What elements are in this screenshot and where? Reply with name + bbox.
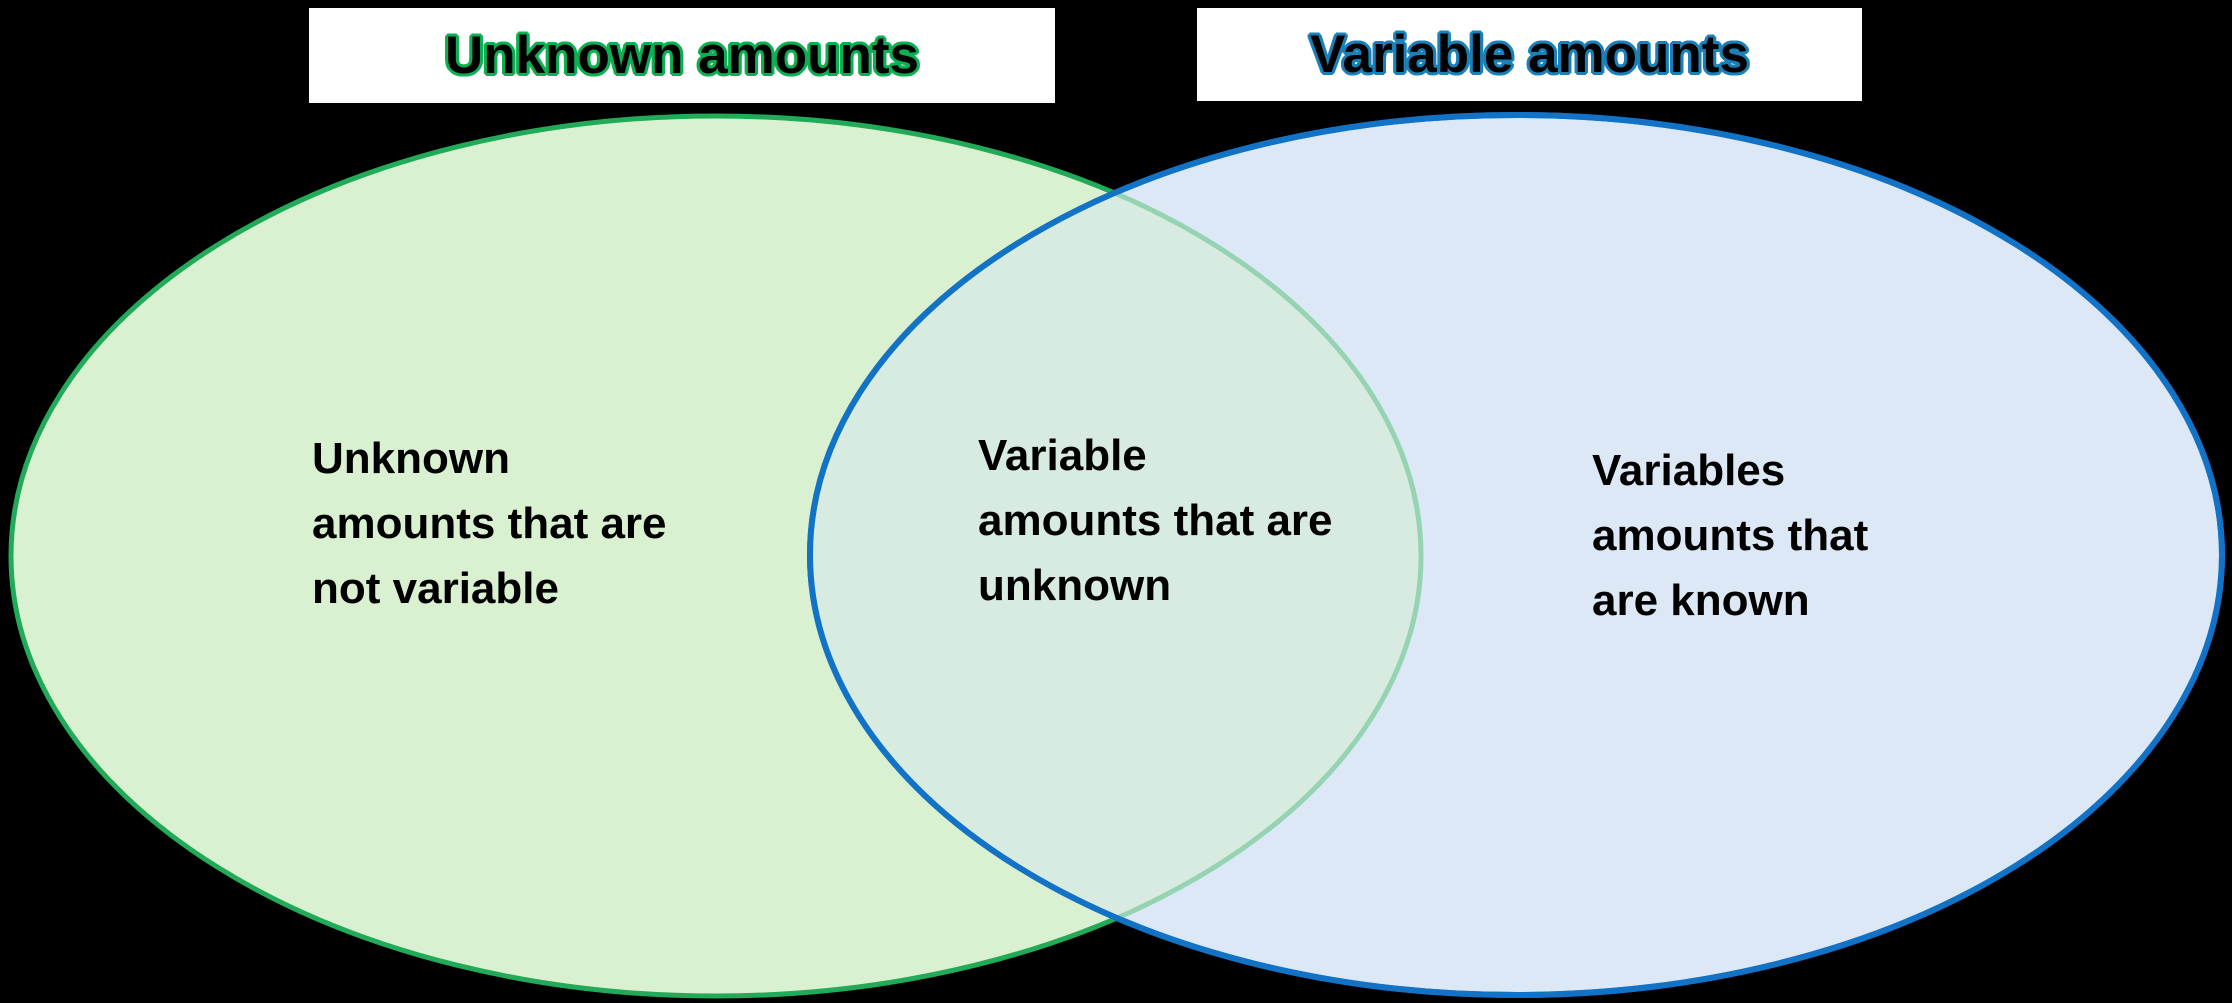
left-set-title: Unknown amounts bbox=[444, 26, 920, 85]
right-set-outline bbox=[807, 112, 2225, 998]
right-region-label: Variables amounts that are known bbox=[1592, 446, 1869, 625]
intersection-region-label: Variable amounts that are unknown bbox=[978, 431, 1333, 610]
intersection-region bbox=[810, 115, 1424, 995]
right-set-title-box: Variable amounts bbox=[1197, 8, 1862, 101]
left-set-title-box: Unknown amounts bbox=[309, 8, 1055, 103]
right-set-title: Variable amounts bbox=[1310, 25, 1749, 84]
left-region-label: Unknown amounts that are not variable bbox=[312, 434, 667, 613]
